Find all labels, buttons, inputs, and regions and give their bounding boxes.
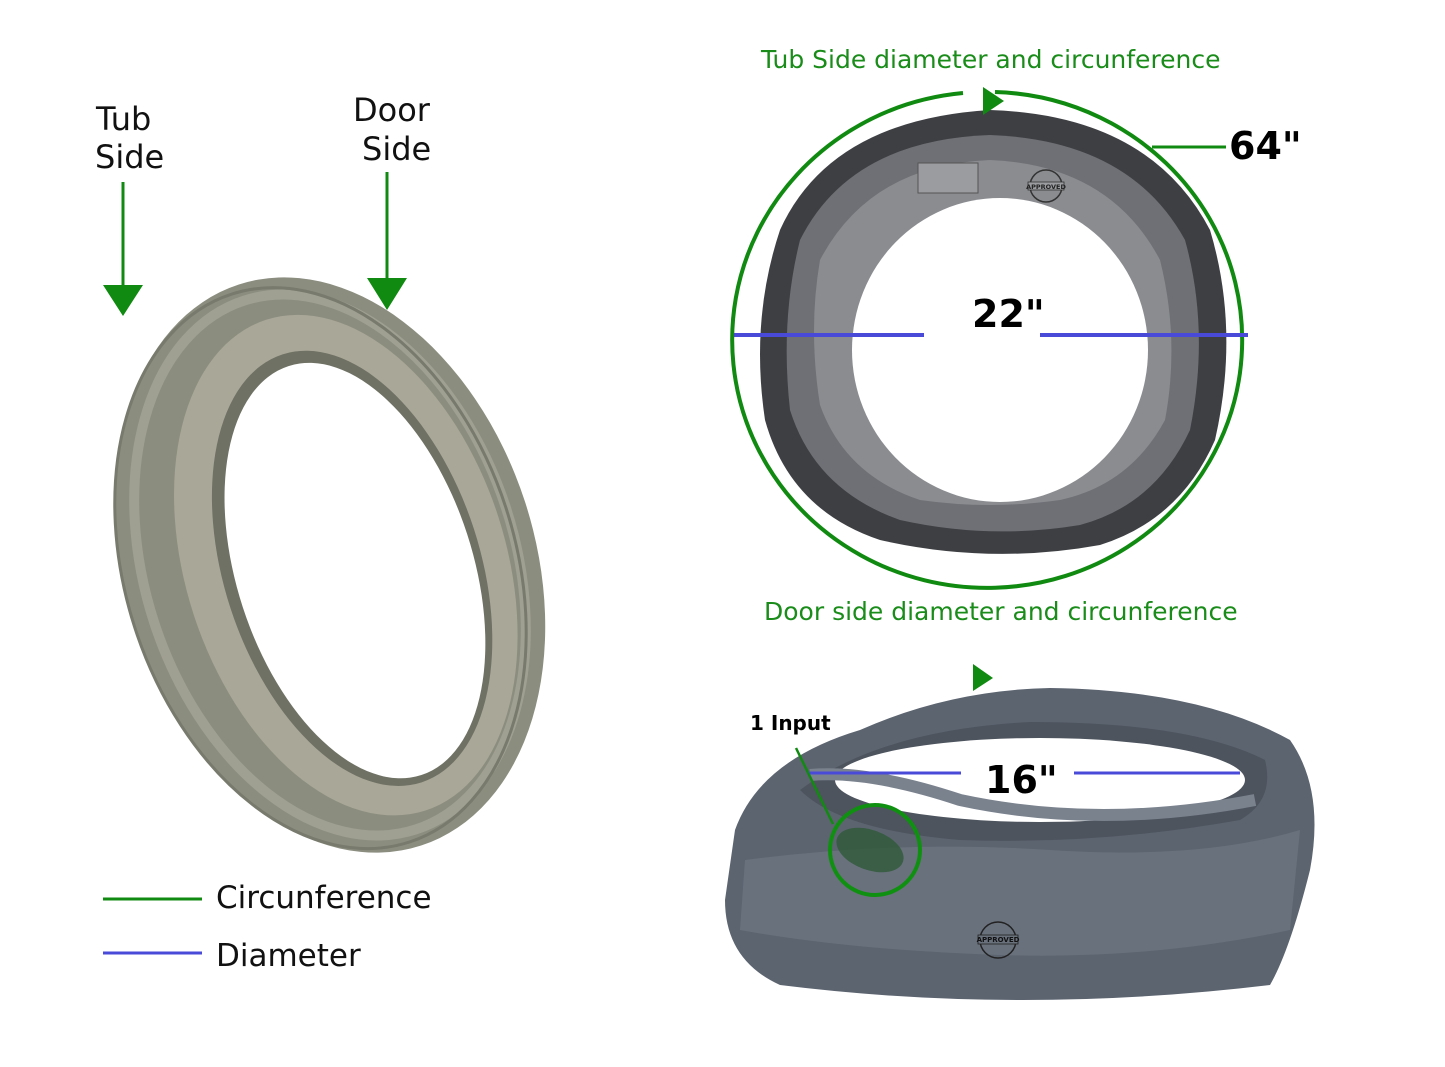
approved-badge-icon-2: APPROVED — [977, 921, 1020, 959]
door-diameter-value: 16" — [985, 758, 1058, 802]
legend: Circunference Diameter — [103, 880, 432, 974]
legend-circumference-label: Circunference — [216, 880, 432, 916]
approved-badge-icon: APPROVED — [1026, 169, 1066, 203]
tub-side-caption: Tub Side diameter and circunference — [760, 45, 1221, 74]
tub-side-gasket-image — [760, 110, 1227, 554]
door-badge-text: APPROVED — [977, 936, 1020, 944]
tub-badge-text: APPROVED — [1026, 183, 1066, 191]
tub-side-label-line1: Tub — [95, 100, 151, 138]
tub-circumference-value: 64" — [1229, 124, 1302, 168]
door-side-label-line2: Side — [362, 130, 431, 168]
input-port-highlight-icon — [828, 803, 922, 897]
tub-circumference-circle — [730, 87, 1245, 590]
door-side-label-line1: Door — [353, 91, 431, 129]
input-callout-label: 1 Input — [750, 711, 831, 735]
input-callout-leader — [794, 747, 835, 825]
left-gasket-image — [113, 277, 546, 853]
legend-diameter-label: Diameter — [216, 938, 361, 974]
door-circumference-arrow-icon — [973, 664, 993, 691]
tub-side-label-line2: Side — [95, 138, 164, 176]
door-side-gasket-image — [725, 688, 1315, 1000]
tub-side-arrow-icon — [103, 182, 143, 316]
tub-diameter-value: 22" — [972, 292, 1045, 336]
door-side-caption: Door side diameter and circunference — [764, 597, 1238, 626]
door-side-arrow-icon — [367, 172, 407, 310]
